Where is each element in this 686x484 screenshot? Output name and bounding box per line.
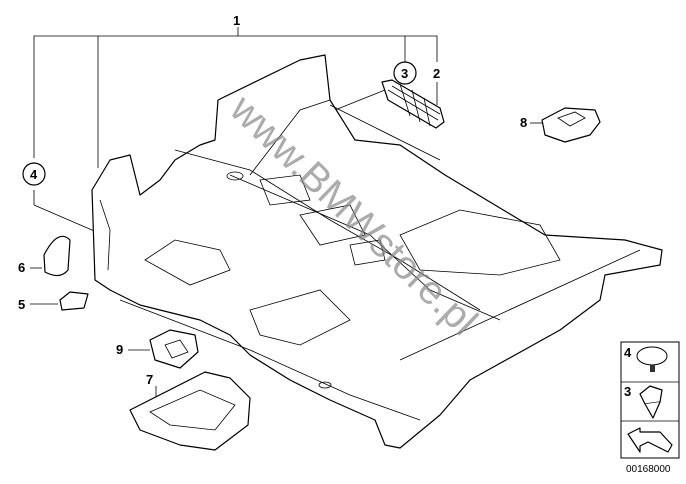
callout-labels: 1 2 3 4 5 6 7 8 9 [18, 13, 527, 387]
callout-4: 4 [30, 167, 38, 182]
callout-8: 8 [520, 115, 527, 130]
part-9-bracket [149, 329, 199, 369]
part-5-clip [59, 291, 89, 311]
callout-2: 2 [433, 66, 440, 81]
legend-item-3: 3 [624, 384, 631, 399]
clip-stem-icon [650, 365, 655, 372]
diagram-code: 00168000 [626, 464, 671, 475]
callout-3: 3 [401, 66, 408, 81]
part-6-pad [43, 235, 71, 277]
part-8-cover [541, 107, 601, 143]
legend-box: 4 3 00168000 [620, 341, 680, 475]
part-7-tray [129, 371, 251, 451]
part-2-mesh-pad [381, 79, 445, 129]
arrow-icon [627, 427, 673, 453]
callout-9: 9 [116, 342, 123, 357]
callout-5: 5 [18, 297, 25, 312]
legend-item-4: 4 [624, 345, 632, 360]
callout-1: 1 [233, 13, 240, 28]
callout-6: 6 [18, 260, 25, 275]
floor-carpet [91, 54, 663, 449]
callout-7: 7 [146, 372, 153, 387]
